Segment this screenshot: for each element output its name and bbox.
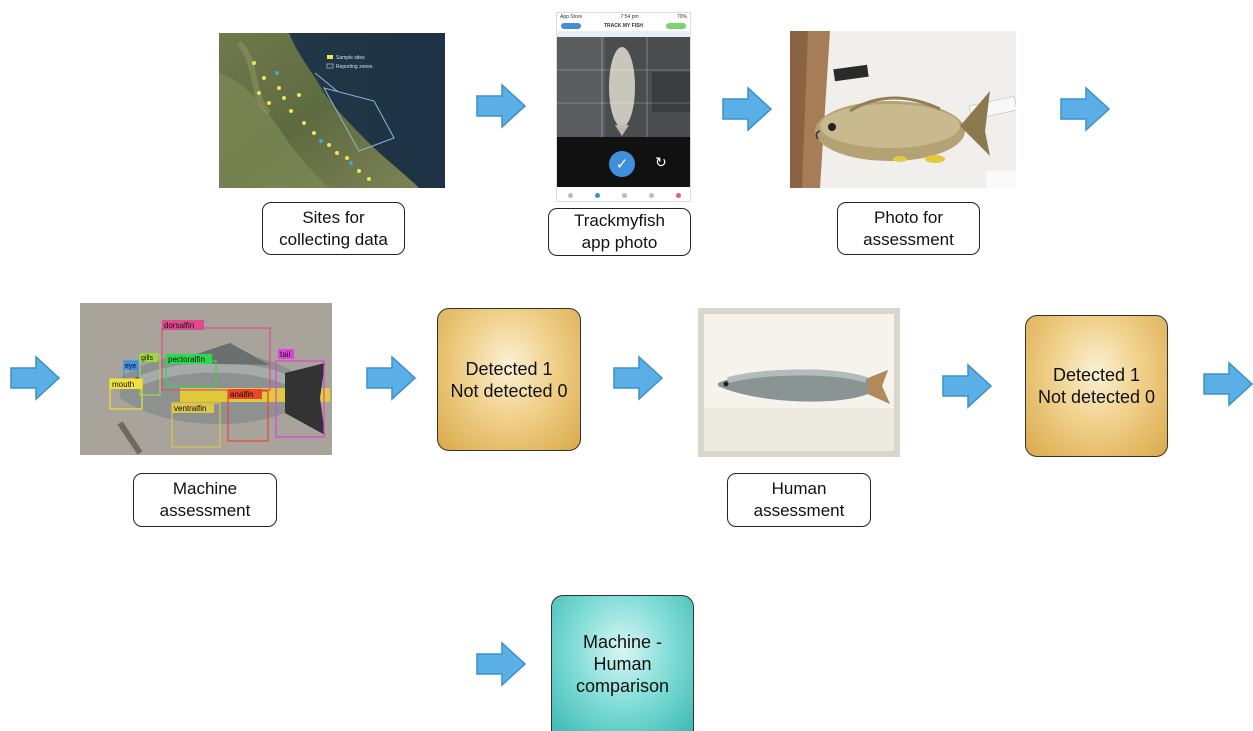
app-title: TRACK MY FISH [603,23,644,29]
app-phone-screenshot: App Store 7:54 pm 70% TRACK MY FISH ✓ ↻ [556,12,691,202]
detect-label-gills: gills [141,355,154,362]
confirm-check-icon[interactable]: ✓ [609,151,635,177]
box1-line2: Not detected 0 [450,380,568,401]
flow-arrow-7 [942,363,992,409]
phone-status-bar: App Store 7:54 pm 70% [557,13,690,21]
time-label: 7:54 pm [620,14,639,20]
label-human-line1: Human [771,479,827,498]
flow-arrow-6 [613,355,663,401]
human-assessment-photo [698,308,900,457]
sites-map-image: Sample sites Reporting zones [219,33,445,188]
flow-arrow-5 [366,355,416,401]
map-legend-zones: Reporting zones [336,64,373,70]
detect-label-eye: eye [125,363,136,370]
map-legend-sample: Sample sites [336,55,365,61]
camera-view [557,37,690,137]
app-tab-bar [557,187,690,201]
flow-arrow-3 [1060,86,1110,132]
retake-refresh-icon[interactable]: ↻ [655,154,667,170]
detect-label-ventralfin: ventralfin [174,404,206,413]
detect-label-dorsalfin: dorsalfin [164,321,194,330]
flow-arrow-1 [476,83,526,129]
tab-icon-4[interactable] [649,192,654,198]
camera-controls: ✓ ↻ [557,137,690,187]
machine-human-comparison-box: Machine - Human comparison [551,595,694,731]
comparison-line3: comparison [575,675,670,696]
flow-arrow-8 [1203,361,1253,407]
tab-icon-3[interactable] [622,192,627,198]
label-photo-line1: Photo for [874,207,943,227]
label-sites-for-collecting-data: Sites for collecting data [262,202,405,255]
box2-line2: Not detected 0 [1037,387,1156,407]
app-toggle[interactable] [665,23,686,29]
detect-label-tail: tail [280,350,290,359]
battery-label: 70% [676,14,687,20]
app-header: TRACK MY FISH [557,21,690,31]
box2-line1: Detected 1 [1052,365,1141,385]
label-sites-line2: collecting data [279,229,388,249]
detect-label-mouth: mouth [112,380,134,389]
label-sites-line1: Sites for [302,207,365,227]
detected-score-box-machine: Detected 1 Not detected 0 [437,308,581,451]
tab-icon-1[interactable] [568,192,573,198]
box1-line1: Detected 1 [465,358,553,379]
label-human-line2: assessment [753,501,845,520]
tab-icon-2[interactable] [595,192,600,198]
label-machine-assessment: Machine assessment [133,473,277,527]
machine-detection-image: dorsalfin gills pectoralfin eye mouth an… [80,303,332,455]
carrier-label: App Store [560,14,583,20]
label-photo-for-assessment: Photo for assessment [837,202,980,255]
detect-label-analfin: analfin [230,390,254,399]
detected-score-box-human: Detected 1 Not detected 0 [1025,315,1168,457]
comparison-line1: Machine - [582,631,663,652]
tab-icon-5[interactable] [676,192,681,198]
label-trackmyfish-app-photo: Trackmyfish app photo [548,208,691,256]
label-human-assessment: Human assessment [727,473,871,527]
app-back-pill[interactable] [561,23,581,29]
label-machine-line2: assessment [159,501,251,520]
app-info-strip [557,31,690,37]
label-machine-line1: Machine [172,479,238,498]
label-app-line1: Trackmyfish [574,211,665,230]
fish-photo-assessment [790,31,1016,188]
flow-arrow-2 [722,86,772,132]
flow-arrow-9 [476,641,526,687]
detect-label-pectoralfin: pectoralfin [168,355,205,364]
flow-arrow-4 [10,355,60,401]
comparison-line2: Human [593,653,652,674]
label-photo-line2: assessment [863,229,954,249]
label-app-line2: app photo [581,233,658,252]
